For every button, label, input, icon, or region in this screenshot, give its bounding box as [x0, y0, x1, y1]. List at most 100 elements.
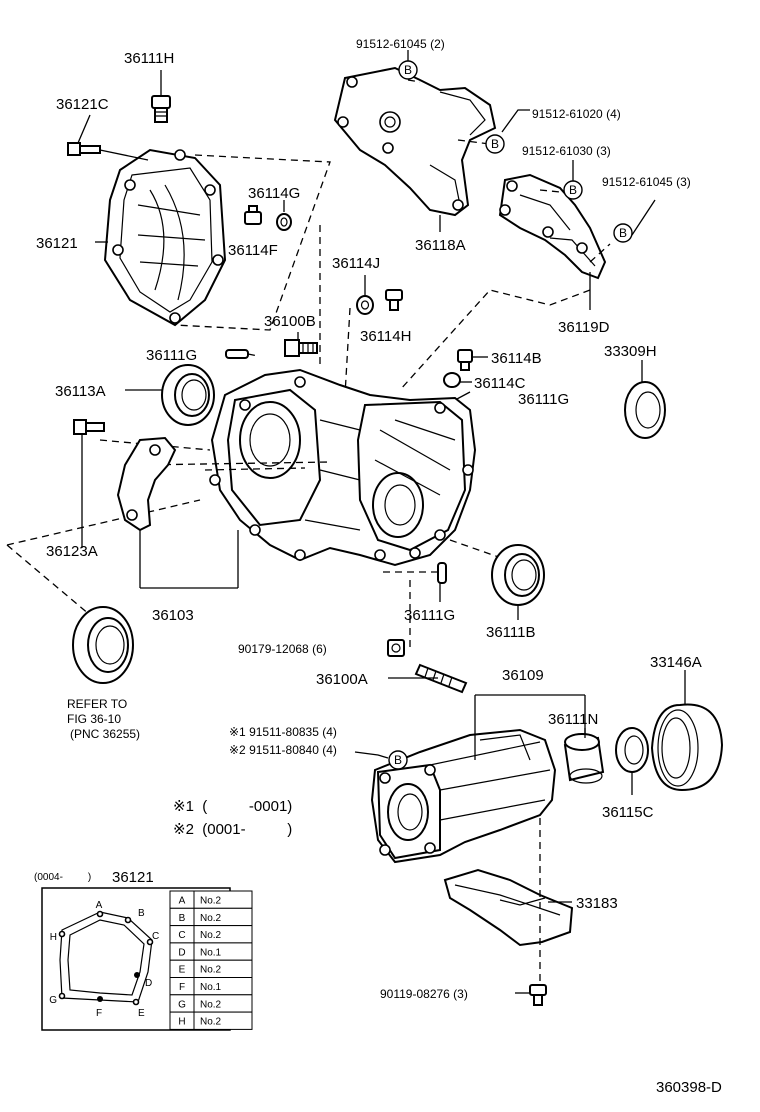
- oil-seal-36115C: [615, 727, 649, 773]
- label-36100A: 36100A: [316, 671, 368, 688]
- dust-deflector-33146A: [650, 703, 724, 792]
- inset-point-h: H: [50, 932, 57, 943]
- table-row-value: No.2: [200, 1017, 222, 1028]
- label-36121: 36121: [36, 235, 78, 252]
- table-row-value: No.2: [200, 896, 222, 907]
- table-row-point: B: [179, 913, 186, 924]
- variant-1-range: ※1 ( -0001): [173, 798, 292, 815]
- svg-text:B: B: [491, 137, 499, 151]
- label-36114G: 36114G: [248, 185, 300, 202]
- oil-seal-36111B: [491, 544, 545, 606]
- plug-36114B: [457, 349, 473, 371]
- variant-2-part: ※2 91511-80840 (4): [229, 743, 337, 757]
- svg-text:B: B: [404, 63, 412, 77]
- label-36111G-lower: 36111G: [404, 607, 455, 624]
- table-row-point: C: [178, 930, 185, 941]
- label-36111B: 36111B: [486, 624, 536, 641]
- gasket-36114J: [356, 295, 374, 315]
- label-36100B: 36100B: [264, 313, 316, 330]
- inset-point-c: C: [152, 931, 159, 942]
- clutch-housing-cover: [103, 148, 227, 327]
- label-36111H: 36111H: [124, 50, 174, 67]
- bearing-retainer-plate: [116, 436, 177, 532]
- side-oil-seal: [72, 606, 134, 684]
- label-91512-61045-2: 91512-61045 (2): [356, 37, 445, 51]
- inset-point-d: D: [145, 978, 152, 989]
- label-36114H: 36114H: [360, 328, 411, 345]
- label-36114J: 36114J: [332, 255, 380, 272]
- bolt-marker-b-4: B: [613, 223, 633, 243]
- label-36114F: 36114F: [228, 242, 278, 259]
- bolt-marker-b-5: B: [388, 750, 408, 770]
- label-36103: 36103: [152, 607, 194, 624]
- bolt-36114H: [385, 289, 403, 311]
- label-36118A: 36118A: [415, 237, 466, 254]
- label-91512-61030-3: 91512-61030 (3): [522, 144, 611, 158]
- mount-bracket-36119D: [498, 173, 607, 280]
- label-36114B: 36114B: [491, 350, 542, 367]
- dowel-pin-lower: [437, 562, 447, 584]
- table-row-value: No.1: [200, 947, 222, 958]
- refer-note-line2: FIG 36-10: [67, 712, 121, 726]
- small-bolt-36114F: [244, 205, 262, 225]
- table-row-point: E: [179, 965, 186, 976]
- inset-point-b: B: [138, 908, 145, 919]
- table-row-point: A: [179, 896, 186, 907]
- dowel-pin-upper: [225, 349, 249, 359]
- label-91512-61045-3: 91512-61045 (3): [602, 175, 691, 189]
- cover-bolt: [67, 142, 101, 156]
- table-row-value: No.1: [200, 982, 222, 993]
- bolt-marker-b-1: B: [398, 60, 418, 80]
- inset-point-e: E: [138, 1008, 145, 1019]
- variant-2-range: ※2 (0001- ): [173, 821, 292, 838]
- transaxle-case: [209, 368, 477, 567]
- inset-part: 36121: [112, 869, 154, 886]
- table-cell-value: [193, 1011, 253, 1030]
- engine-mount-bracket: [333, 66, 497, 217]
- label-36109: 36109: [502, 667, 544, 684]
- stud-bolt-36100A: [414, 663, 468, 694]
- svg-text:B: B: [619, 226, 627, 240]
- label-36115C: 36115C: [602, 804, 654, 821]
- label-36114C: 36114C: [474, 375, 526, 392]
- label-36119D: 36119D: [558, 319, 610, 336]
- table-row-value: No.2: [200, 930, 222, 941]
- label-36111G-right: 36111G: [518, 391, 569, 408]
- table-row-point: F: [179, 982, 185, 993]
- table-row-value: No.2: [200, 965, 222, 976]
- oil-seal-36113A: [161, 364, 215, 426]
- bolt-90119: [529, 984, 547, 1006]
- table-row-value: No.2: [200, 999, 222, 1010]
- label-36111G-upper: 36111G: [146, 347, 197, 364]
- gasket-36114G: [276, 213, 292, 231]
- label-36111N: 36111N: [548, 711, 598, 728]
- svg-text:B: B: [394, 753, 402, 767]
- variant-1-part: ※1 91511-80835 (4): [229, 725, 337, 739]
- bolt-marker-b-3: B: [563, 180, 583, 200]
- stud-bolt-36100B: [284, 339, 318, 357]
- bushing-36111N: [563, 733, 605, 784]
- extension-housing: [370, 728, 557, 864]
- label-91512-61020-4: 91512-61020 (4): [532, 107, 621, 121]
- inset-date: (0004- ): [34, 872, 91, 883]
- table-row-point: H: [178, 1017, 185, 1028]
- figure-code: 360398-D: [656, 1079, 722, 1096]
- label-33146A: 33146A: [650, 654, 702, 671]
- label-36113A: 36113A: [55, 383, 106, 400]
- label-33309H: 33309H: [604, 343, 657, 360]
- nut-90179: [387, 639, 405, 657]
- inset-point-f: F: [96, 1008, 102, 1019]
- table-row-point: G: [178, 999, 186, 1010]
- label-36121C: 36121C: [56, 96, 109, 113]
- washer-36114C: [443, 372, 461, 388]
- label-33183: 33183: [576, 895, 618, 912]
- table-row-point: D: [178, 947, 185, 958]
- svg-text:B: B: [569, 183, 577, 197]
- refer-note-line1: REFER TO: [67, 697, 127, 711]
- label-90179-12068-6: 90179-12068 (6): [238, 642, 327, 656]
- inset-point-g: G: [49, 995, 57, 1006]
- bolt-marker-b-2: B: [485, 134, 505, 154]
- seal-33309H: [624, 381, 666, 439]
